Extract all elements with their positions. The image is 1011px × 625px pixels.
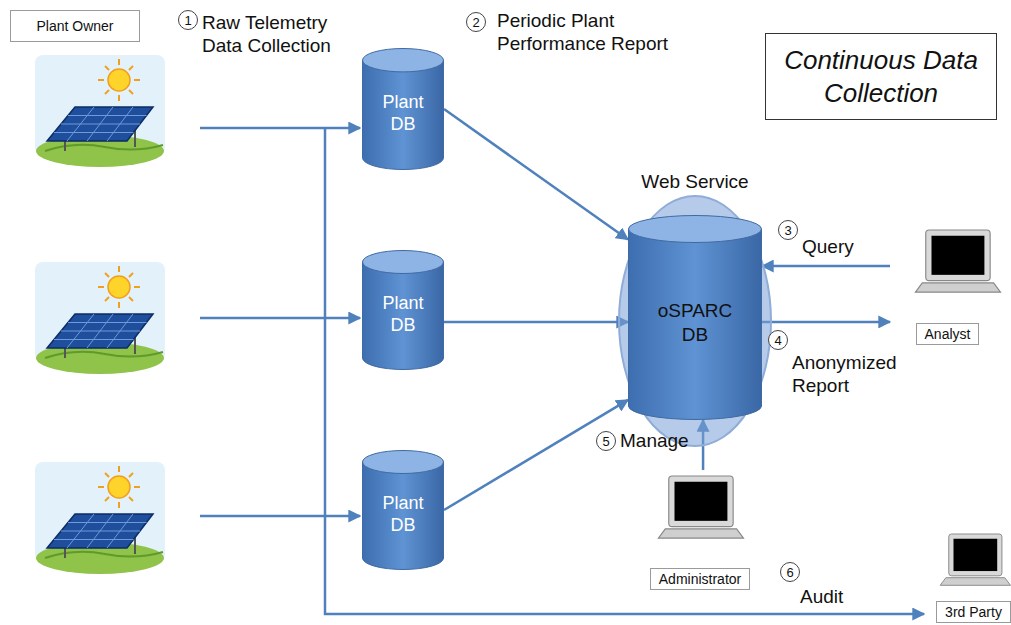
step-label: Periodic Plant Performance Report [497, 10, 687, 56]
callout-number: 3 [778, 220, 798, 240]
mode-title-box: Continuous Data Collection [765, 33, 997, 120]
node-text: Plant Owner [36, 18, 113, 34]
telemetry-arrows [200, 128, 924, 614]
owner-box: Plant Owner [10, 10, 140, 42]
callout-number: 1 [178, 10, 198, 30]
callout-number: 6 [780, 562, 800, 582]
callout-number: 4 [768, 330, 788, 350]
node-text: 3rd Party [936, 601, 1011, 623]
third-party-terminal: 3rd Party [928, 530, 1011, 623]
step-label: Raw Telemetry Data Collection [202, 12, 352, 58]
database-cylinder: Plant DB [362, 250, 444, 370]
node-text: Plant DB [373, 82, 433, 135]
database-cylinder: Plant DB [362, 450, 444, 570]
node-text: Analyst [916, 323, 980, 345]
solar-panel-illustration [35, 462, 165, 574]
web-service-ellipse: Web Service oSPARC DB [600, 170, 790, 447]
flow-arrow [444, 321, 628, 324]
flow-arrow [444, 400, 628, 510]
edge-label: Anonymized Report [792, 352, 922, 398]
callout-number: 5 [596, 431, 616, 451]
laptop-illustration [940, 534, 1010, 585]
database-cylinder: oSPARC DB [628, 215, 762, 420]
laptop-illustration [658, 476, 743, 538]
solar-panel-illustration [35, 262, 165, 374]
node-text: Plant DB [373, 483, 433, 536]
callout-number: 2 [466, 12, 486, 32]
node-text: Continuous Data Collection [776, 44, 986, 109]
analyst-terminal: Analyst [890, 225, 1005, 345]
node-text: Administrator [650, 568, 750, 590]
administrator-terminal: Administrator [636, 470, 764, 590]
edge-label: Query [802, 236, 882, 259]
node-heading: Web Service [600, 170, 790, 194]
step-label: Audit [800, 586, 870, 609]
laptop-illustration [915, 230, 1000, 292]
flow-arrow [444, 109, 628, 240]
database-cylinder: Plant DB [362, 48, 444, 170]
flow-arrow [762, 321, 890, 324]
edge-label: Manage [620, 430, 700, 453]
node-text: Plant DB [373, 283, 433, 336]
flow-arrow [762, 265, 890, 268]
node-text: oSPARC DB [650, 289, 740, 347]
solar-panel-illustration [35, 55, 165, 167]
